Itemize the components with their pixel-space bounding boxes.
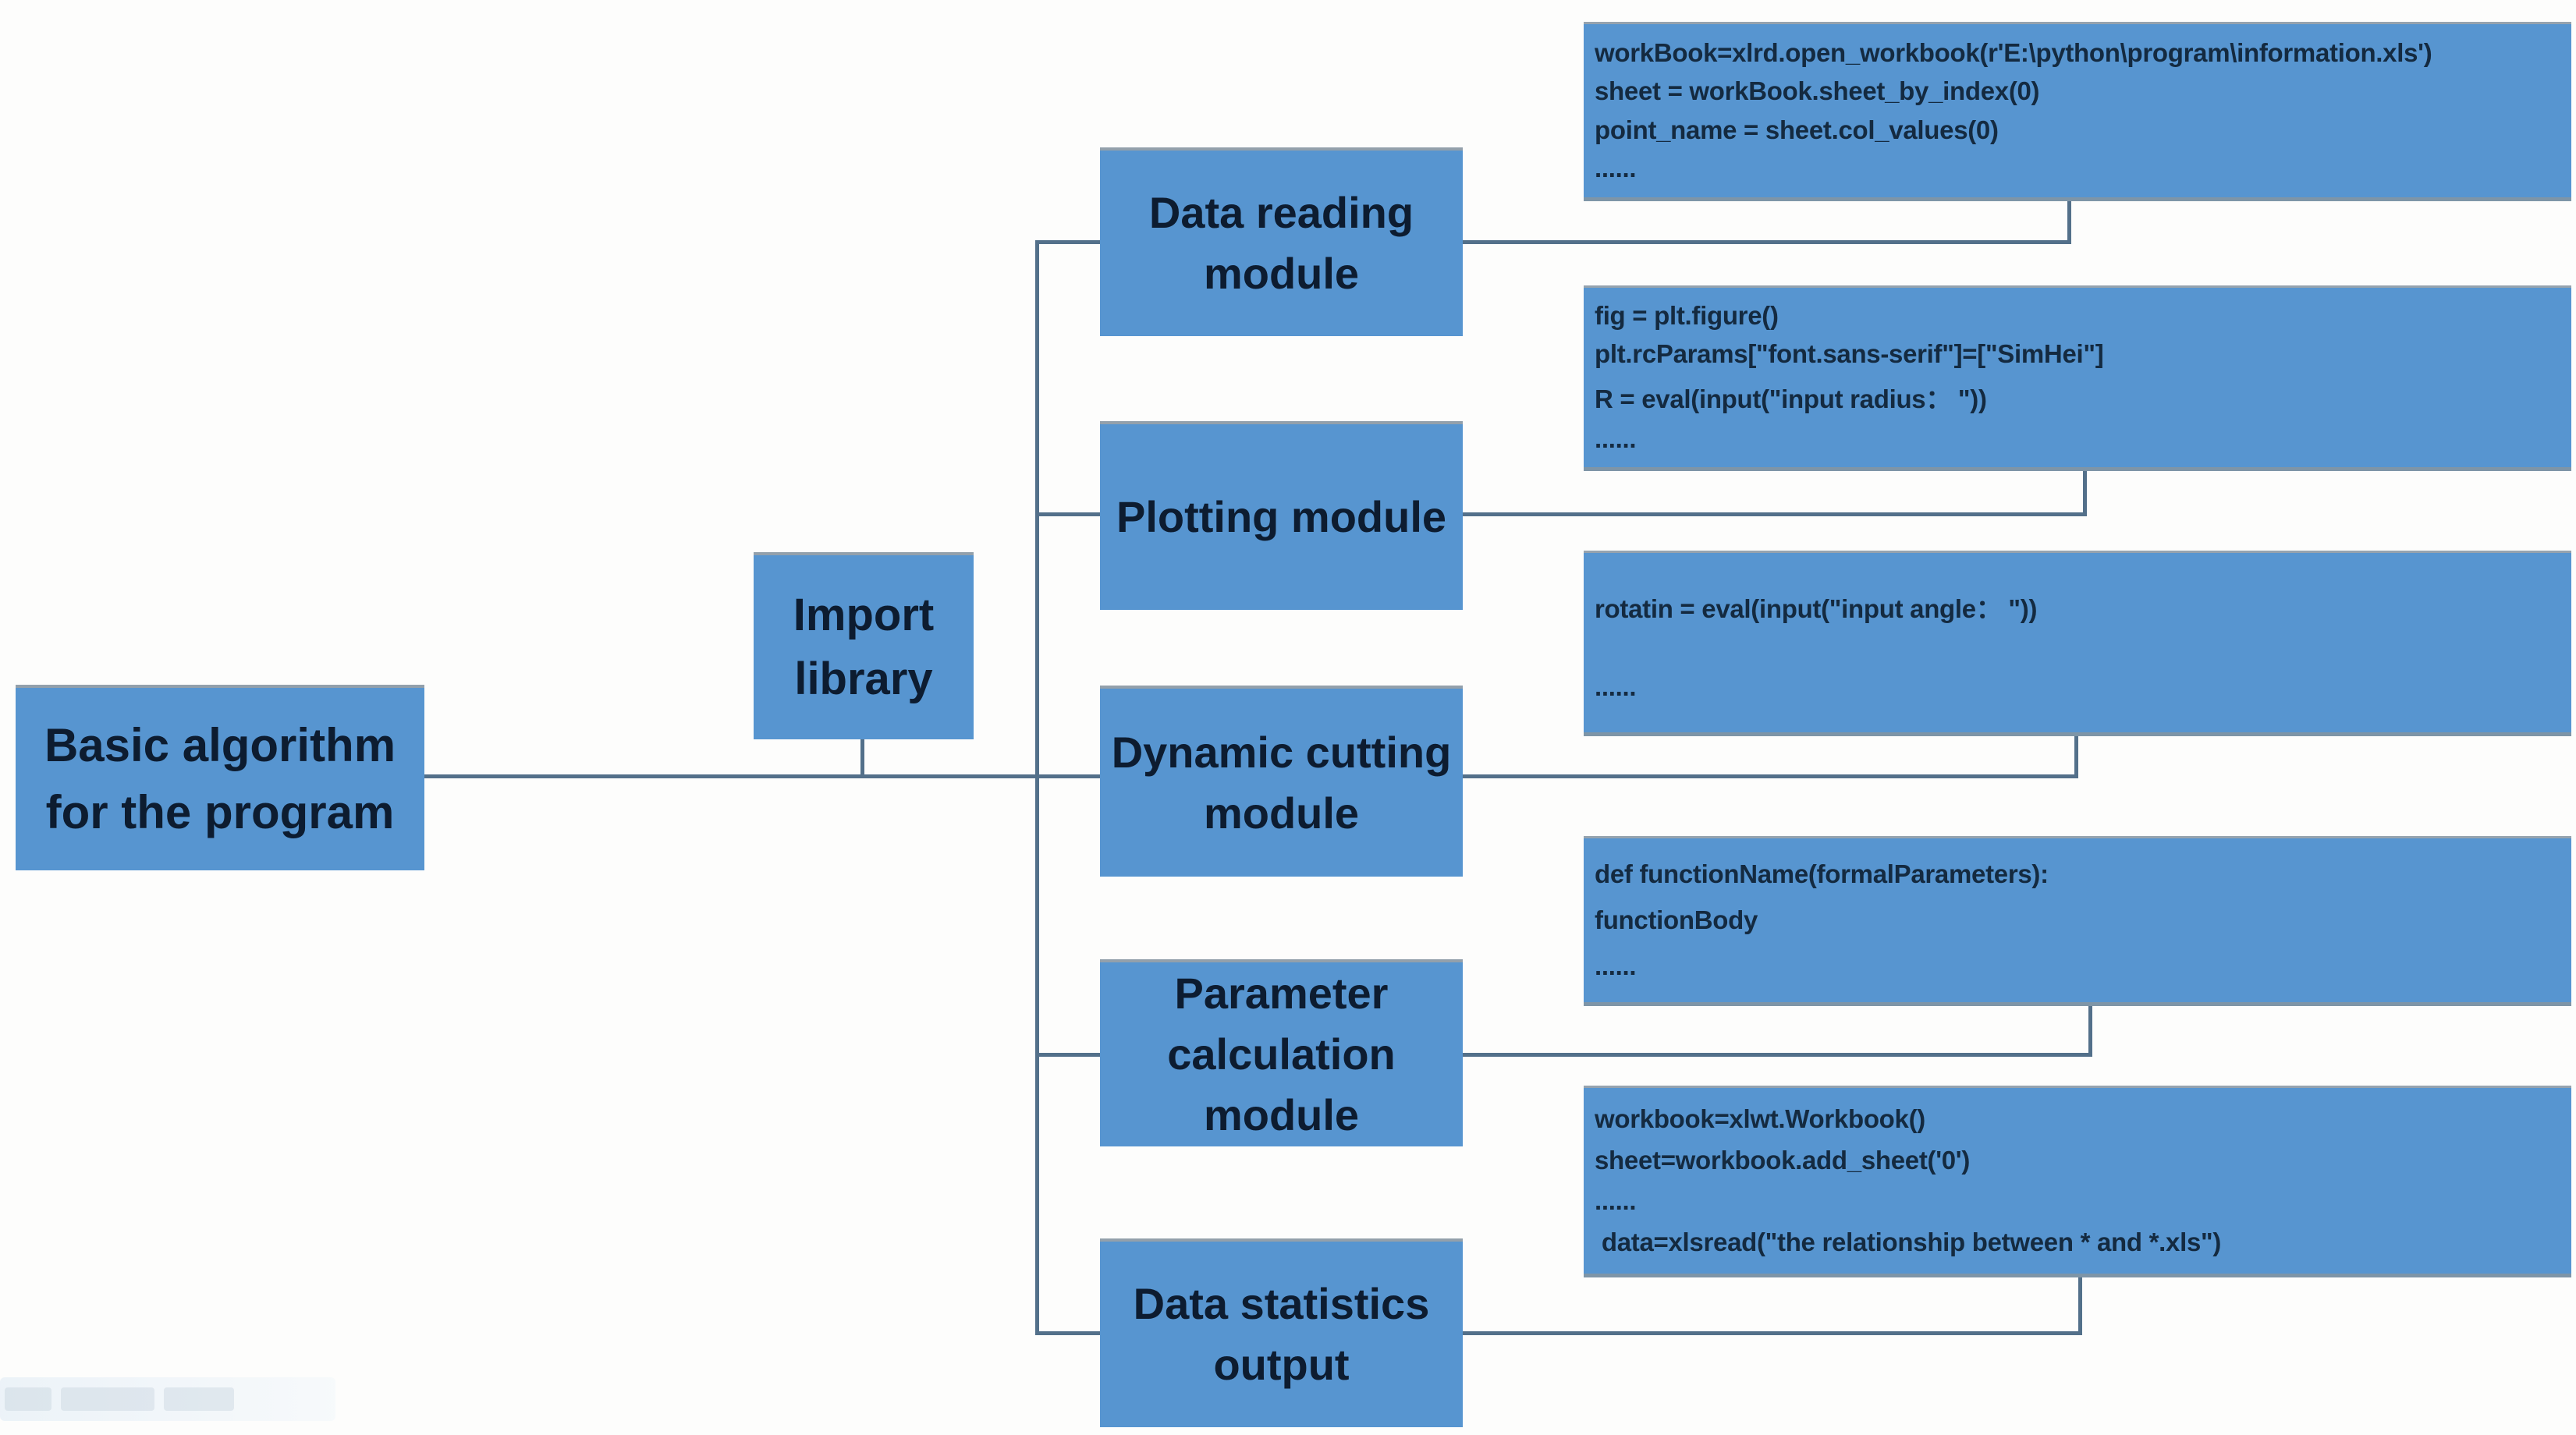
watermark-glyph-block (61, 1387, 154, 1411)
node-data-reading-module: Data reading module (1100, 147, 1463, 336)
connector-statistics-to-code-h (1461, 1331, 2082, 1335)
connector-trunk-vertical (1035, 240, 1039, 1335)
node-dynamic-cutting-module: Dynamic cutting module (1100, 686, 1463, 877)
node-plotting-module: Plotting module (1100, 421, 1463, 610)
code-box-dynamic-cutting: rotatin = eval(input("input angle： ")) .… (1584, 551, 2571, 736)
node-plotting-module-label: Plotting module (1116, 492, 1447, 541)
code-line: ...... (1595, 951, 1637, 980)
node-import-library-label: Import library (793, 590, 935, 704)
connector-branch-plotting (1035, 512, 1102, 516)
code-line: workbook=xlwt.Workbook() (1595, 1104, 1925, 1133)
code-line: fig = plt.figure() (1595, 301, 1779, 331)
code-line: ...... (1595, 154, 1637, 183)
connector-plotting-to-code-h (1461, 512, 2087, 516)
connector-branch-statistics (1035, 1331, 1102, 1335)
connector-data-reading-to-code-h (1461, 240, 2071, 244)
node-dynamic-cutting-module-label: Dynamic cutting module (1111, 727, 1452, 838)
connector-parameter-to-code-h (1461, 1053, 2092, 1057)
watermark-glyph-block (5, 1387, 51, 1411)
node-parameter-calculation-module-label: Parameter calculation module (1167, 969, 1396, 1139)
code-line: data=xlsread("the relationship between *… (1595, 1228, 2222, 1257)
code-line: R = eval(input("input radius： ")) (1595, 384, 1987, 413)
code-line: functionBody (1595, 905, 1758, 934)
code-line: sheet = workBook.sheet_by_index(0) (1595, 76, 2040, 106)
code-line: rotatin = eval(input("input angle： ")) (1595, 594, 2038, 623)
connector-plotting-to-code-v (2083, 471, 2087, 516)
code-line: plt.rcParams["font.sans-serif"]=["SimHei… (1595, 339, 2104, 369)
connector-parameter-to-code-v (2088, 1006, 2092, 1057)
code-line: def functionName(formalParameters): (1595, 859, 2049, 888)
node-import-library: Import library (754, 552, 974, 739)
code-box-plotting: fig = plt.figure() plt.rcParams["font.sa… (1584, 285, 2571, 471)
code-line: point_name = sheet.col_values(0) (1595, 115, 1999, 144)
node-data-reading-module-label: Data reading module (1148, 188, 1414, 298)
node-data-statistics-output-label: Data statistics output (1133, 1279, 1430, 1389)
node-basic-algorithm-label: Basic algorithm for the program (44, 719, 396, 838)
connector-branch-data-reading (1035, 240, 1102, 244)
watermark-glyph-block (164, 1387, 234, 1411)
node-parameter-calculation-module: Parameter calculation module (1100, 959, 1463, 1146)
node-basic-algorithm: Basic algorithm for the program (16, 685, 424, 870)
connector-statistics-to-code-v (2078, 1277, 2082, 1335)
connector-branch-parameter (1035, 1053, 1102, 1057)
code-line: workBook=xlrd.open_workbook(r'E:\python\… (1595, 37, 2432, 67)
code-line: sheet=workbook.add_sheet('0') (1595, 1145, 1971, 1175)
connector-import-stub (860, 738, 864, 777)
code-box-data-statistics: workbook=xlwt.Workbook() sheet=workbook.… (1584, 1086, 2571, 1277)
code-box-data-reading: workBook=xlrd.open_workbook(r'E:\python\… (1584, 22, 2571, 201)
node-data-statistics-output: Data statistics output (1100, 1238, 1463, 1427)
connector-cutting-to-code-v (2074, 736, 2078, 778)
code-line: ...... (1595, 672, 1637, 701)
connector-cutting-to-code-h (1461, 774, 2078, 778)
watermark (0, 1377, 335, 1421)
connector-data-reading-to-code-v (2067, 201, 2071, 244)
connector-root-to-modules (424, 774, 1100, 778)
code-box-parameter-calculation: def functionName(formalParameters): func… (1584, 836, 2571, 1006)
code-line: ...... (1595, 1186, 1637, 1216)
code-line: ...... (1595, 423, 1637, 453)
